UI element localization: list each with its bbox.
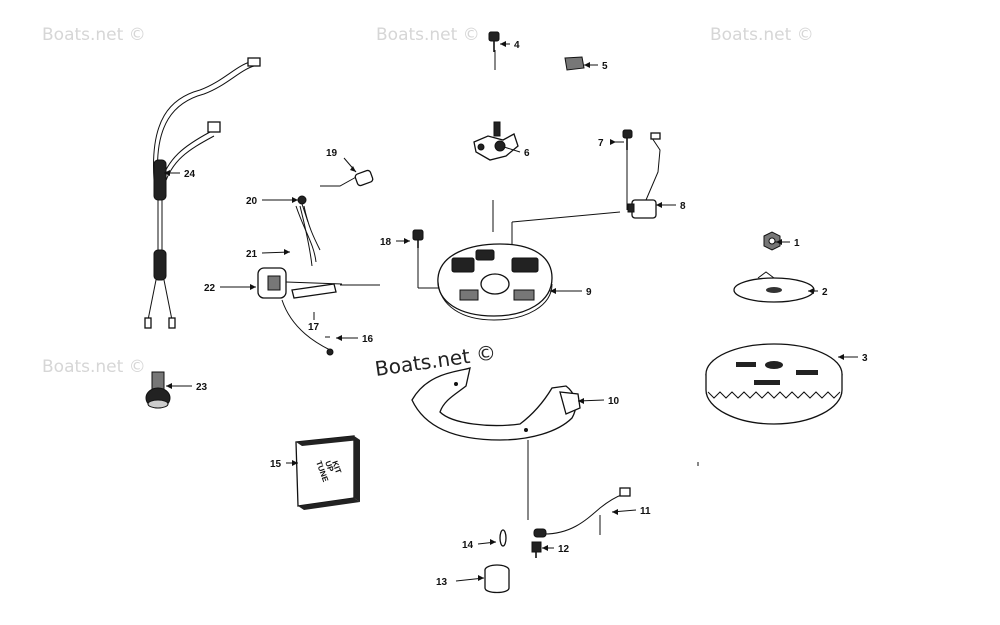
arrowheads [164,41,844,581]
callout-22: 22 [204,283,216,294]
watermark-main: Boats.net © [373,340,497,381]
callout-3: 3 [862,353,868,364]
wire-lead-11 [533,487,631,538]
retainer-plate-10 [411,367,581,441]
callout-10: 10 [608,396,620,407]
callout-19: 19 [326,148,338,159]
bracket-6 [473,121,519,161]
callout-13: 13 [436,577,448,588]
callout-9: 9 [586,287,592,298]
callout-4: 4 [514,40,520,51]
watermark: Boats.net © [376,25,480,45]
callout-23: 23 [196,382,208,393]
watermark: Boats.net © [42,357,146,377]
callout-18: 18 [380,237,392,248]
wiring-harness-24 [144,57,261,329]
callout-20: 20 [246,196,258,207]
condenser-8 [627,132,661,219]
callout-16: 16 [362,334,374,345]
assembly-lines [340,50,699,535]
switch-23 [145,371,171,409]
watermark: Boats.net © [710,25,814,45]
callout-15: 15 [270,459,282,470]
watermark: Boats.net © [42,25,146,45]
stator-plate-9 [437,243,553,321]
pad-5 [564,56,585,71]
lead-16 [281,299,334,356]
flywheel-3 [705,343,843,425]
screw-4 [488,31,500,52]
callout-7: 7 [598,138,604,149]
tune-up-kit-15: TUNE UP KIT [295,435,360,510]
connector-19 [320,169,374,187]
callout-1: 1 [794,238,800,249]
ignition-coil-22 [257,205,343,299]
callout-6: 6 [524,148,530,159]
screw-18 [412,229,424,248]
callout-21: 21 [246,249,258,260]
callout-17: 17 [308,322,320,333]
callout-labels: 1 2 3 4 5 6 7 8 9 10 11 12 13 14 15 16 1… [184,40,868,588]
kit-label-line: UP [323,460,335,474]
screw-12 [531,541,542,558]
callout-8: 8 [680,201,686,212]
kit-label-line: KIT [330,460,343,475]
callout-11: 11 [640,506,651,517]
callout-5: 5 [602,61,608,72]
callout-2: 2 [822,287,828,298]
callout-12: 12 [558,544,570,555]
screw-7 [622,129,633,150]
bushing-13 [484,564,510,594]
callout-14: 14 [462,540,474,551]
callout-24: 24 [184,169,196,180]
washer-14 [499,529,507,547]
lamination-17 [291,283,337,299]
washer-2 [733,271,815,303]
nut-1 [763,231,781,251]
